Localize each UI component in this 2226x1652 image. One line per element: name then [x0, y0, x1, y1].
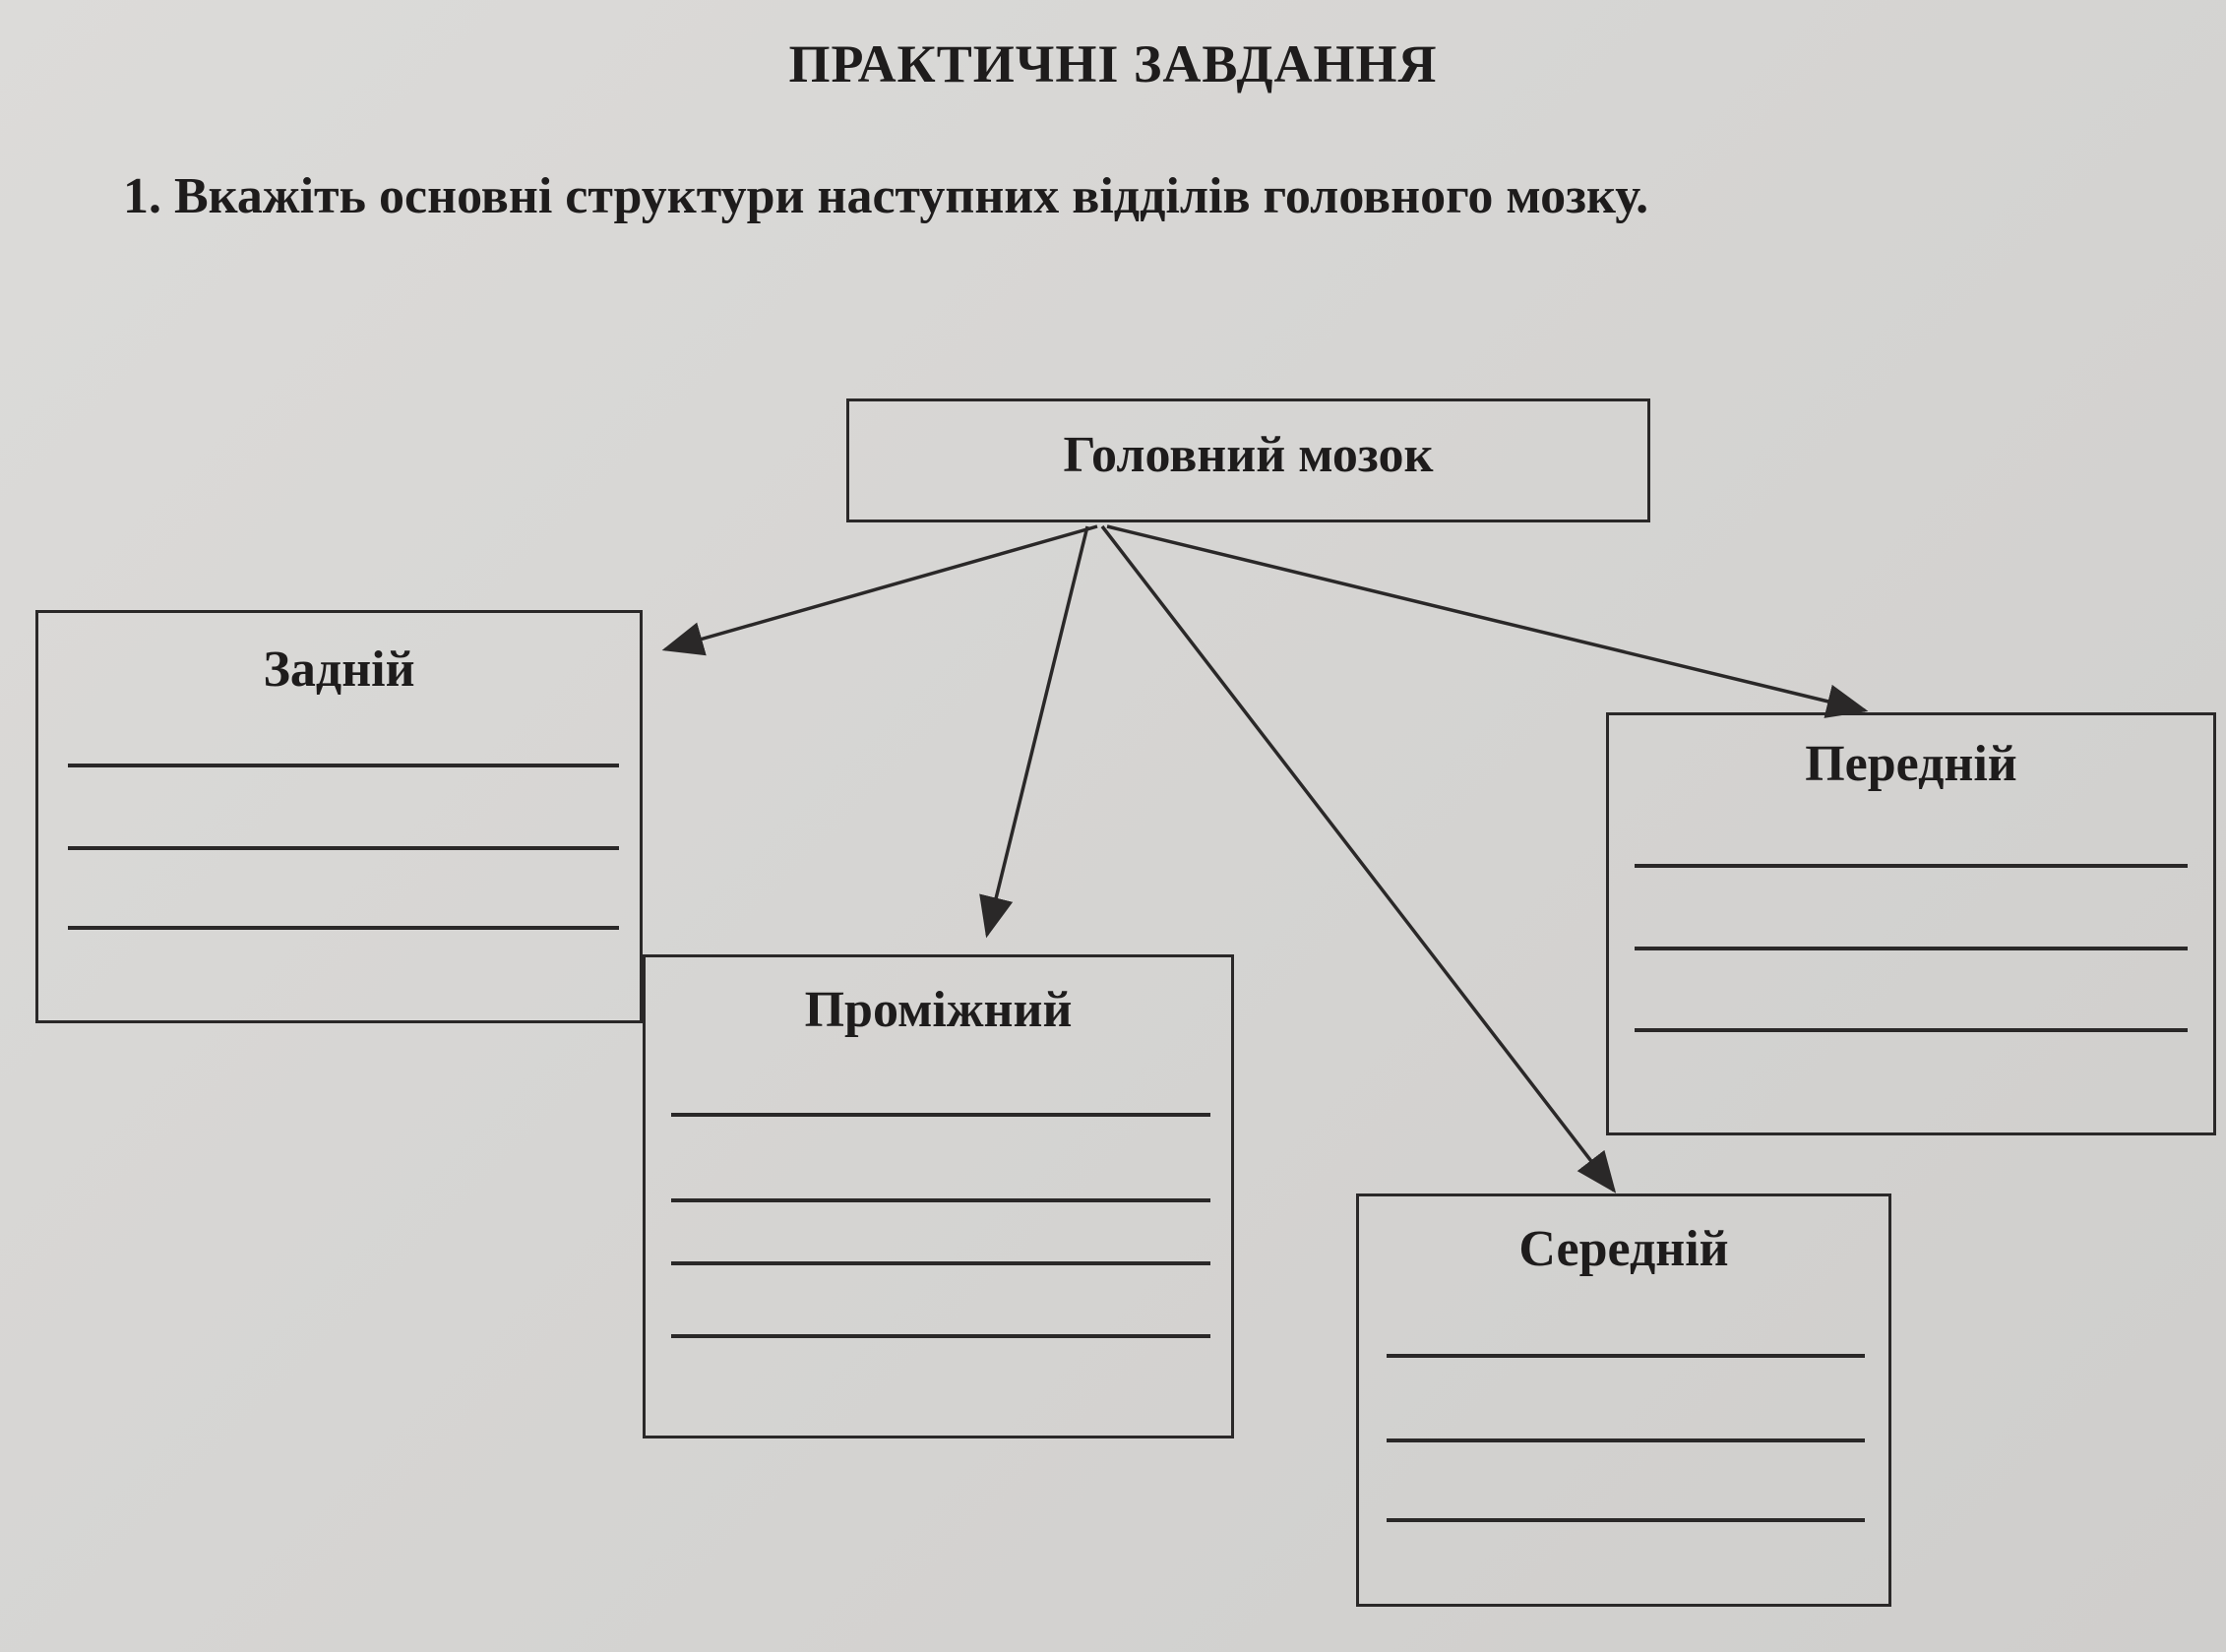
answer-line[interactable] [671, 1261, 1210, 1265]
arrow-to-forebrain [1106, 524, 1869, 718]
arrow-to-midbrain [1100, 524, 1617, 1193]
task-prompt: 1. Вкажіть основні структури наступних в… [123, 168, 1649, 224]
box-midbrain-label: Середній [1518, 1221, 1729, 1277]
answer-line[interactable] [1387, 1518, 1865, 1522]
answer-line[interactable] [671, 1113, 1210, 1117]
box-brain: Головний мозок [846, 398, 1650, 522]
answer-line[interactable] [68, 846, 619, 850]
box-brain-label: Головний мозок [1063, 427, 1434, 483]
box-hindbrain: Задній [35, 610, 643, 1023]
arrow-to-diencephalon [979, 525, 1089, 939]
answer-line[interactable] [68, 926, 619, 930]
box-hindbrain-label: Задній [263, 642, 415, 698]
answer-line[interactable] [1635, 1028, 2188, 1032]
answer-line[interactable] [671, 1334, 1210, 1338]
answer-line[interactable] [1387, 1438, 1865, 1442]
answer-line[interactable] [68, 764, 619, 767]
box-diencephalon: Проміжний [643, 954, 1234, 1438]
box-forebrain: Передній [1606, 712, 2216, 1135]
answer-line[interactable] [1387, 1354, 1865, 1358]
box-midbrain: Середній [1356, 1193, 1891, 1607]
section-heading: ПРАКТИЧНІ ЗАВДАННЯ [788, 34, 1438, 93]
box-diencephalon-label: Проміжний [804, 982, 1073, 1038]
box-forebrain-label: Передній [1805, 736, 2017, 792]
answer-line[interactable] [1635, 947, 2188, 950]
answer-line[interactable] [671, 1198, 1210, 1202]
answer-line[interactable] [1635, 864, 2188, 868]
arrow-to-hind [661, 524, 1098, 656]
